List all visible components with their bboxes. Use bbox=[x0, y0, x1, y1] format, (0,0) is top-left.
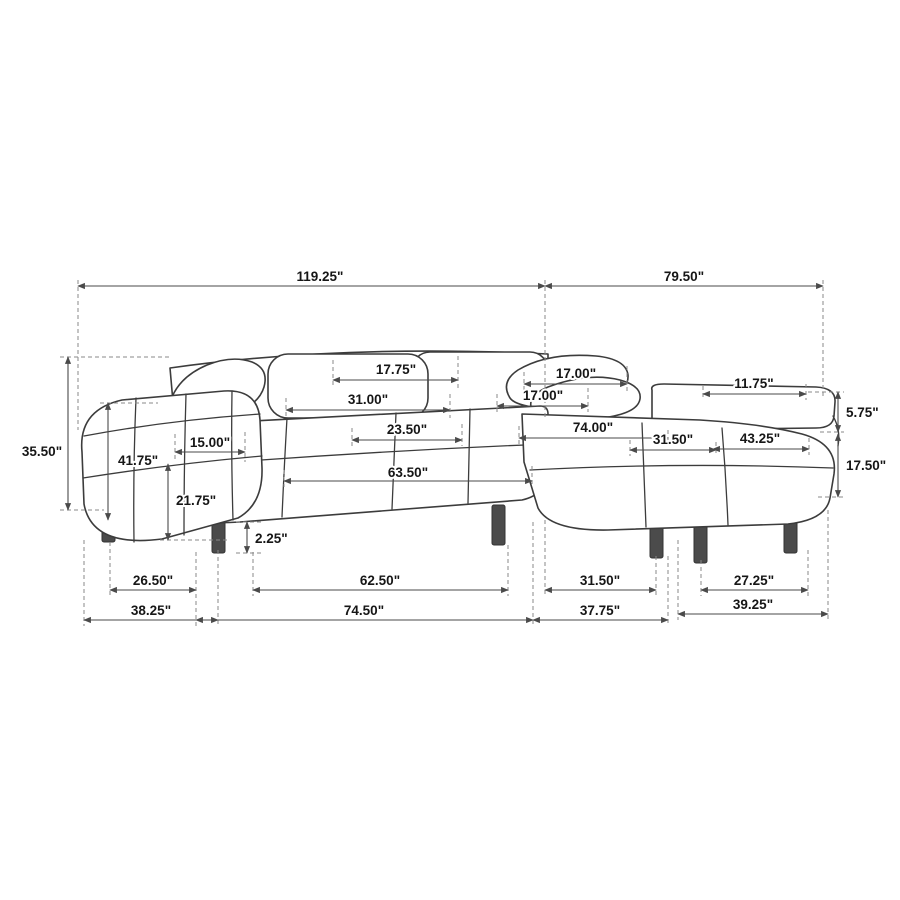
sofa-outline bbox=[80, 350, 840, 543]
dim-label-seat-leg-span: 62.50" bbox=[360, 573, 400, 588]
dim-label-left-base-span: 74.50" bbox=[344, 603, 384, 618]
chaise-seat bbox=[521, 413, 836, 531]
dim-label-right-back-height: 5.75" bbox=[846, 405, 879, 420]
dim-label-right-leg-span: 27.25" bbox=[734, 573, 774, 588]
dim-label-left-arm-width: 15.00" bbox=[190, 435, 230, 450]
dim-label-chaise-overall-depth: 39.25" bbox=[733, 597, 773, 612]
dim-label-chaise-overall-width: 43.25" bbox=[740, 431, 780, 446]
dim-label-pillow-back: 17.00" bbox=[556, 366, 596, 381]
dim-label-seat-cushion-depth: 23.50" bbox=[387, 422, 427, 437]
dimension-labels: 119.25" 79.50" 35.50" 17.75" 31.00" 17.0… bbox=[20, 267, 888, 620]
dim-label-chaise-leg-span: 31.50" bbox=[580, 573, 620, 588]
dim-label-overall-height: 35.50" bbox=[22, 444, 62, 459]
dim-label-overall-width-right: 79.50" bbox=[664, 269, 704, 284]
dim-label-right-arm-length: 11.75" bbox=[734, 376, 773, 391]
dim-label-back-cushion-width: 31.00" bbox=[348, 392, 388, 407]
dim-label-leg-height: 2.25" bbox=[255, 531, 288, 546]
dim-label-chaise-base-span: 37.75" bbox=[580, 603, 620, 618]
dim-label-seat-height: 17.50" bbox=[846, 458, 886, 473]
dim-label-left-arm-height: 41.75" bbox=[118, 453, 158, 468]
dim-label-overall-width-left: 119.25" bbox=[297, 269, 344, 284]
dim-label-arm-overall-depth: 38.25" bbox=[131, 603, 171, 618]
dim-label-pillow-front: 17.00" bbox=[523, 388, 563, 403]
dim-label-back-cushion-seat: 17.75" bbox=[376, 362, 416, 377]
dim-label-arm-leg-span: 26.50" bbox=[133, 573, 173, 588]
sofa-legs bbox=[101, 499, 798, 564]
dim-label-chaise-seat-width: 31.50" bbox=[653, 432, 693, 447]
dim-label-seat-interior-width: 63.50" bbox=[388, 465, 428, 480]
dim-label-chaise-length: 74.00" bbox=[573, 420, 613, 435]
dim-label-arm-front-height: 21.75" bbox=[176, 493, 216, 508]
dimension-lines bbox=[64, 282, 842, 624]
